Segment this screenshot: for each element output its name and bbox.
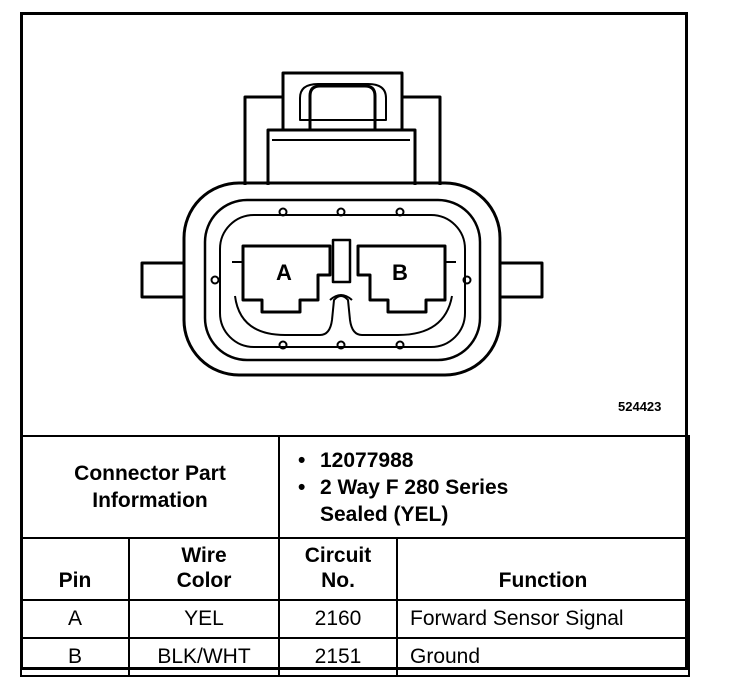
center-key bbox=[331, 238, 352, 284]
series-item: • 2 Way F 280 Series bbox=[298, 474, 688, 501]
part-info-row: Connector Part Information • 12077988 • 2 … bbox=[20, 435, 690, 539]
bullet-icon: • bbox=[298, 475, 306, 499]
function-cell: Ground bbox=[396, 637, 690, 677]
part-info-label-line2: Information bbox=[92, 489, 208, 512]
left-ear bbox=[140, 261, 186, 299]
table-row: A YEL 2160 Forward Sensor Signal bbox=[20, 599, 690, 639]
circuit-cell: 2151 bbox=[278, 637, 398, 677]
circuit-cell: 2160 bbox=[278, 599, 398, 639]
header-pin: Pin bbox=[20, 537, 130, 601]
part-number: 12077988 bbox=[320, 448, 414, 472]
pin-cell: A bbox=[20, 599, 130, 639]
part-info-list: • 12077988 • 2 Way F 280 Series Sealed (YE… bbox=[278, 435, 690, 539]
cavity-label-a: A bbox=[276, 260, 292, 285]
part-number-item: • 12077988 bbox=[298, 447, 688, 474]
connector-drawing: A B bbox=[140, 71, 544, 377]
bullet-icon: • bbox=[298, 448, 306, 472]
part-info-label-line1: Connector Part bbox=[74, 462, 226, 485]
part-info-label: Connector Part Information bbox=[20, 435, 280, 539]
sealed-desc: Sealed (YEL) bbox=[320, 502, 449, 526]
table-row: B BLK/WHT 2151 Ground bbox=[20, 637, 690, 677]
right-ear bbox=[498, 261, 544, 299]
wire-color-cell: YEL bbox=[128, 599, 280, 639]
cavity-a bbox=[241, 244, 332, 314]
wire-color-cell: BLK/WHT bbox=[128, 637, 280, 677]
housing-dots bbox=[210, 207, 472, 350]
function-cell: Forward Sensor Signal bbox=[396, 599, 690, 639]
header-function: Function bbox=[396, 537, 690, 601]
pin-cell: B bbox=[20, 637, 130, 677]
figure-id: 524423 bbox=[618, 399, 662, 414]
cavity-label-b: B bbox=[392, 260, 408, 285]
connector-latch bbox=[243, 71, 442, 185]
connector-inner-wall bbox=[203, 198, 482, 362]
connector-housing bbox=[182, 181, 502, 377]
cavity-b bbox=[356, 244, 447, 314]
connector-info-table: Connector Part Information • 12077988 • 2 … bbox=[20, 435, 690, 677]
series-name: 2 Way F 280 Series bbox=[320, 475, 509, 499]
sealed-item: Sealed (YEL) bbox=[320, 501, 688, 528]
